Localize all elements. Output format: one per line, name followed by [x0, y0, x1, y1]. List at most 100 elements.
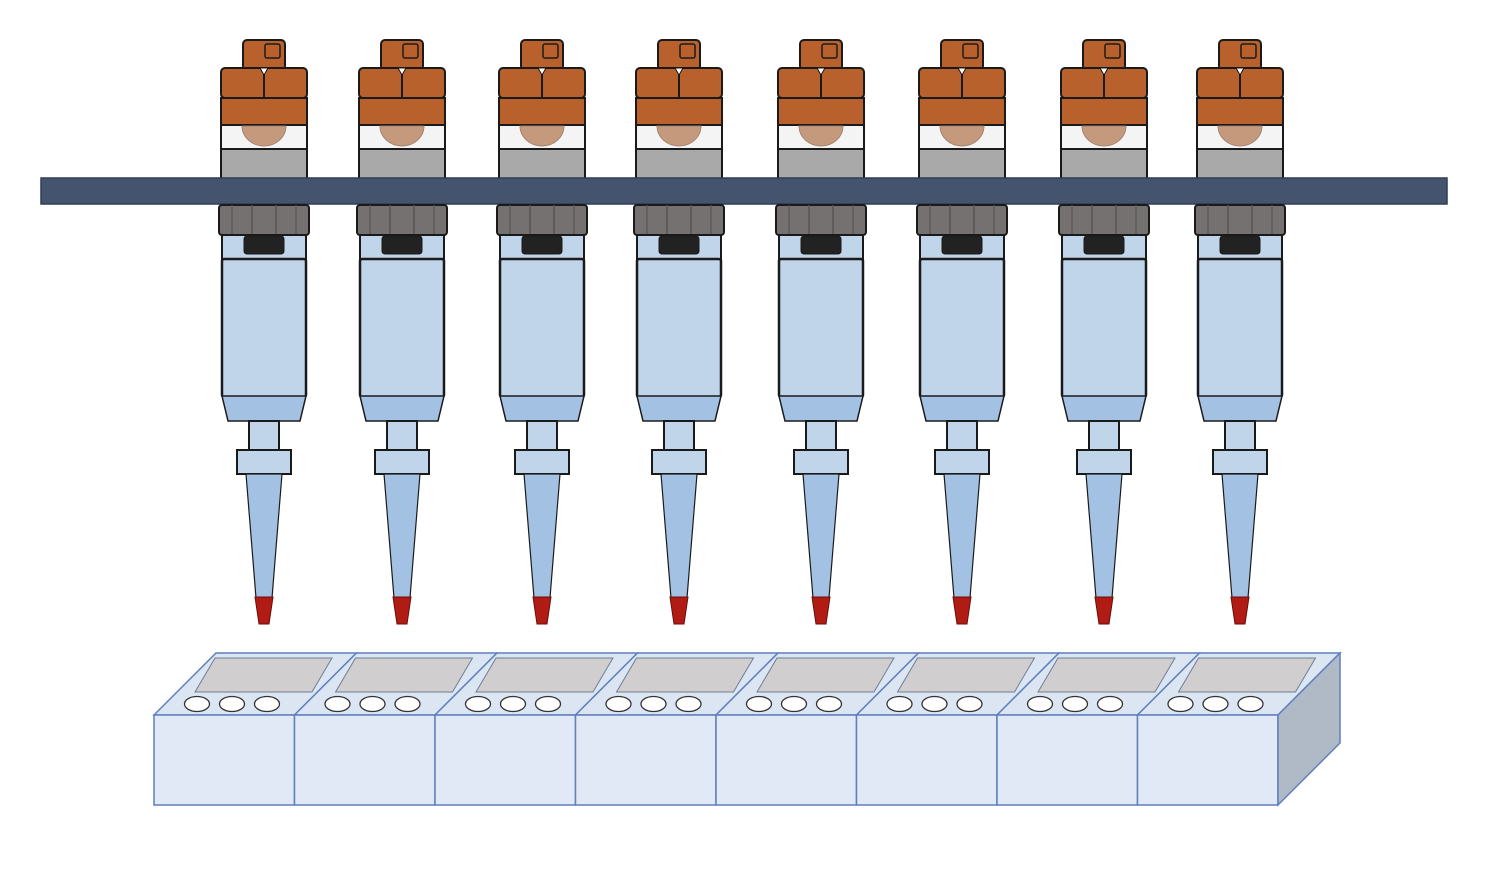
gray-block: [635, 148, 723, 180]
body-taper: [778, 395, 864, 422]
station-screen: [194, 657, 333, 693]
station-screen: [756, 657, 895, 693]
copper-notch: [674, 67, 684, 77]
station-front-face: [1136, 714, 1279, 806]
station-button: [499, 695, 527, 713]
release-button: [1219, 235, 1261, 255]
neck: [1088, 420, 1120, 451]
pipette-tip: [245, 473, 283, 599]
station-button: [1096, 695, 1124, 713]
pipette-body-7: [1058, 204, 1150, 625]
station-2: [292, 652, 499, 806]
station-screen: [1037, 657, 1176, 693]
pipette-head-3: [498, 39, 586, 180]
flange: [514, 449, 570, 475]
release-button: [658, 235, 700, 255]
station-button: [815, 695, 843, 713]
copper-block-lower: [358, 97, 446, 126]
copper-block-lower: [918, 97, 1006, 126]
station-front-face: [434, 714, 577, 806]
station-button: [921, 695, 948, 713]
tip-end: [532, 596, 552, 625]
gray-block: [1196, 148, 1284, 180]
copper-block-lower: [635, 97, 723, 126]
pipette-head-8: [1196, 39, 1284, 180]
station-screen: [334, 657, 474, 693]
main-body: [777, 257, 865, 399]
pipette-head-1: [220, 39, 308, 180]
main-body: [1196, 257, 1284, 399]
body-taper: [359, 395, 445, 422]
pipette-tip: [1085, 473, 1123, 599]
flange: [934, 449, 990, 475]
copper-notch: [397, 67, 407, 77]
release-button: [381, 235, 423, 255]
station-row-side-face: [1277, 651, 1341, 807]
sight-dot: [798, 125, 844, 147]
station-button: [253, 695, 281, 713]
cap-tab: [679, 43, 696, 59]
station-button: [324, 695, 351, 713]
release-button: [243, 235, 285, 255]
pipette-tip: [943, 473, 981, 599]
body-taper: [919, 395, 1005, 422]
station-front-face: [293, 714, 436, 806]
release-button: [941, 235, 983, 255]
gray-block: [1060, 148, 1148, 180]
station-3: [433, 652, 640, 806]
neck: [663, 420, 695, 451]
flange: [793, 449, 849, 475]
neck: [386, 420, 418, 451]
station-screen: [1177, 657, 1317, 693]
pipette-body-5: [775, 204, 867, 625]
station-1: [152, 652, 359, 806]
station-button: [1202, 695, 1229, 713]
main-body: [358, 257, 446, 399]
pipette-head-2: [358, 39, 446, 180]
pipette-body-6: [916, 204, 1008, 625]
body-taper: [1197, 395, 1283, 422]
station-screen: [615, 657, 755, 693]
tip-end: [811, 596, 831, 625]
flange: [236, 449, 292, 475]
gray-block: [498, 148, 586, 180]
station-7: [995, 652, 1202, 806]
station-button: [956, 695, 983, 713]
body-taper: [499, 395, 585, 422]
pipette-head-4: [635, 39, 723, 180]
station-button: [183, 695, 211, 713]
tip-end: [952, 596, 972, 625]
pipette-tip: [802, 473, 840, 599]
station-button: [359, 695, 386, 713]
station-4: [573, 652, 780, 806]
tip-end: [254, 596, 274, 625]
copper-notch: [537, 67, 547, 77]
copper-block-lower: [777, 97, 865, 126]
station-screen: [475, 657, 614, 693]
pipettes-lower-group: [218, 204, 1286, 625]
neck: [946, 420, 978, 451]
copper-notch: [1235, 67, 1245, 77]
flange: [374, 449, 430, 475]
station-row: [152, 651, 1342, 807]
cap-tab: [1104, 43, 1121, 59]
copper-block-lower: [1060, 97, 1148, 126]
station-button: [605, 695, 632, 713]
station-button: [675, 695, 702, 713]
station-button: [534, 695, 562, 713]
cap-tab: [1240, 43, 1257, 59]
pipette-body-1: [218, 204, 310, 625]
mounting-rail: [40, 177, 1448, 205]
station-button: [1237, 695, 1264, 713]
tip-end: [392, 596, 412, 625]
pipette-tip: [660, 473, 698, 599]
station-button: [640, 695, 667, 713]
copper-notch: [816, 67, 826, 77]
sight-dot: [1217, 125, 1263, 147]
release-button: [1083, 235, 1125, 255]
gray-block: [918, 148, 1006, 180]
station-button: [745, 695, 773, 713]
sight-dot: [939, 125, 985, 147]
main-body: [918, 257, 1006, 399]
